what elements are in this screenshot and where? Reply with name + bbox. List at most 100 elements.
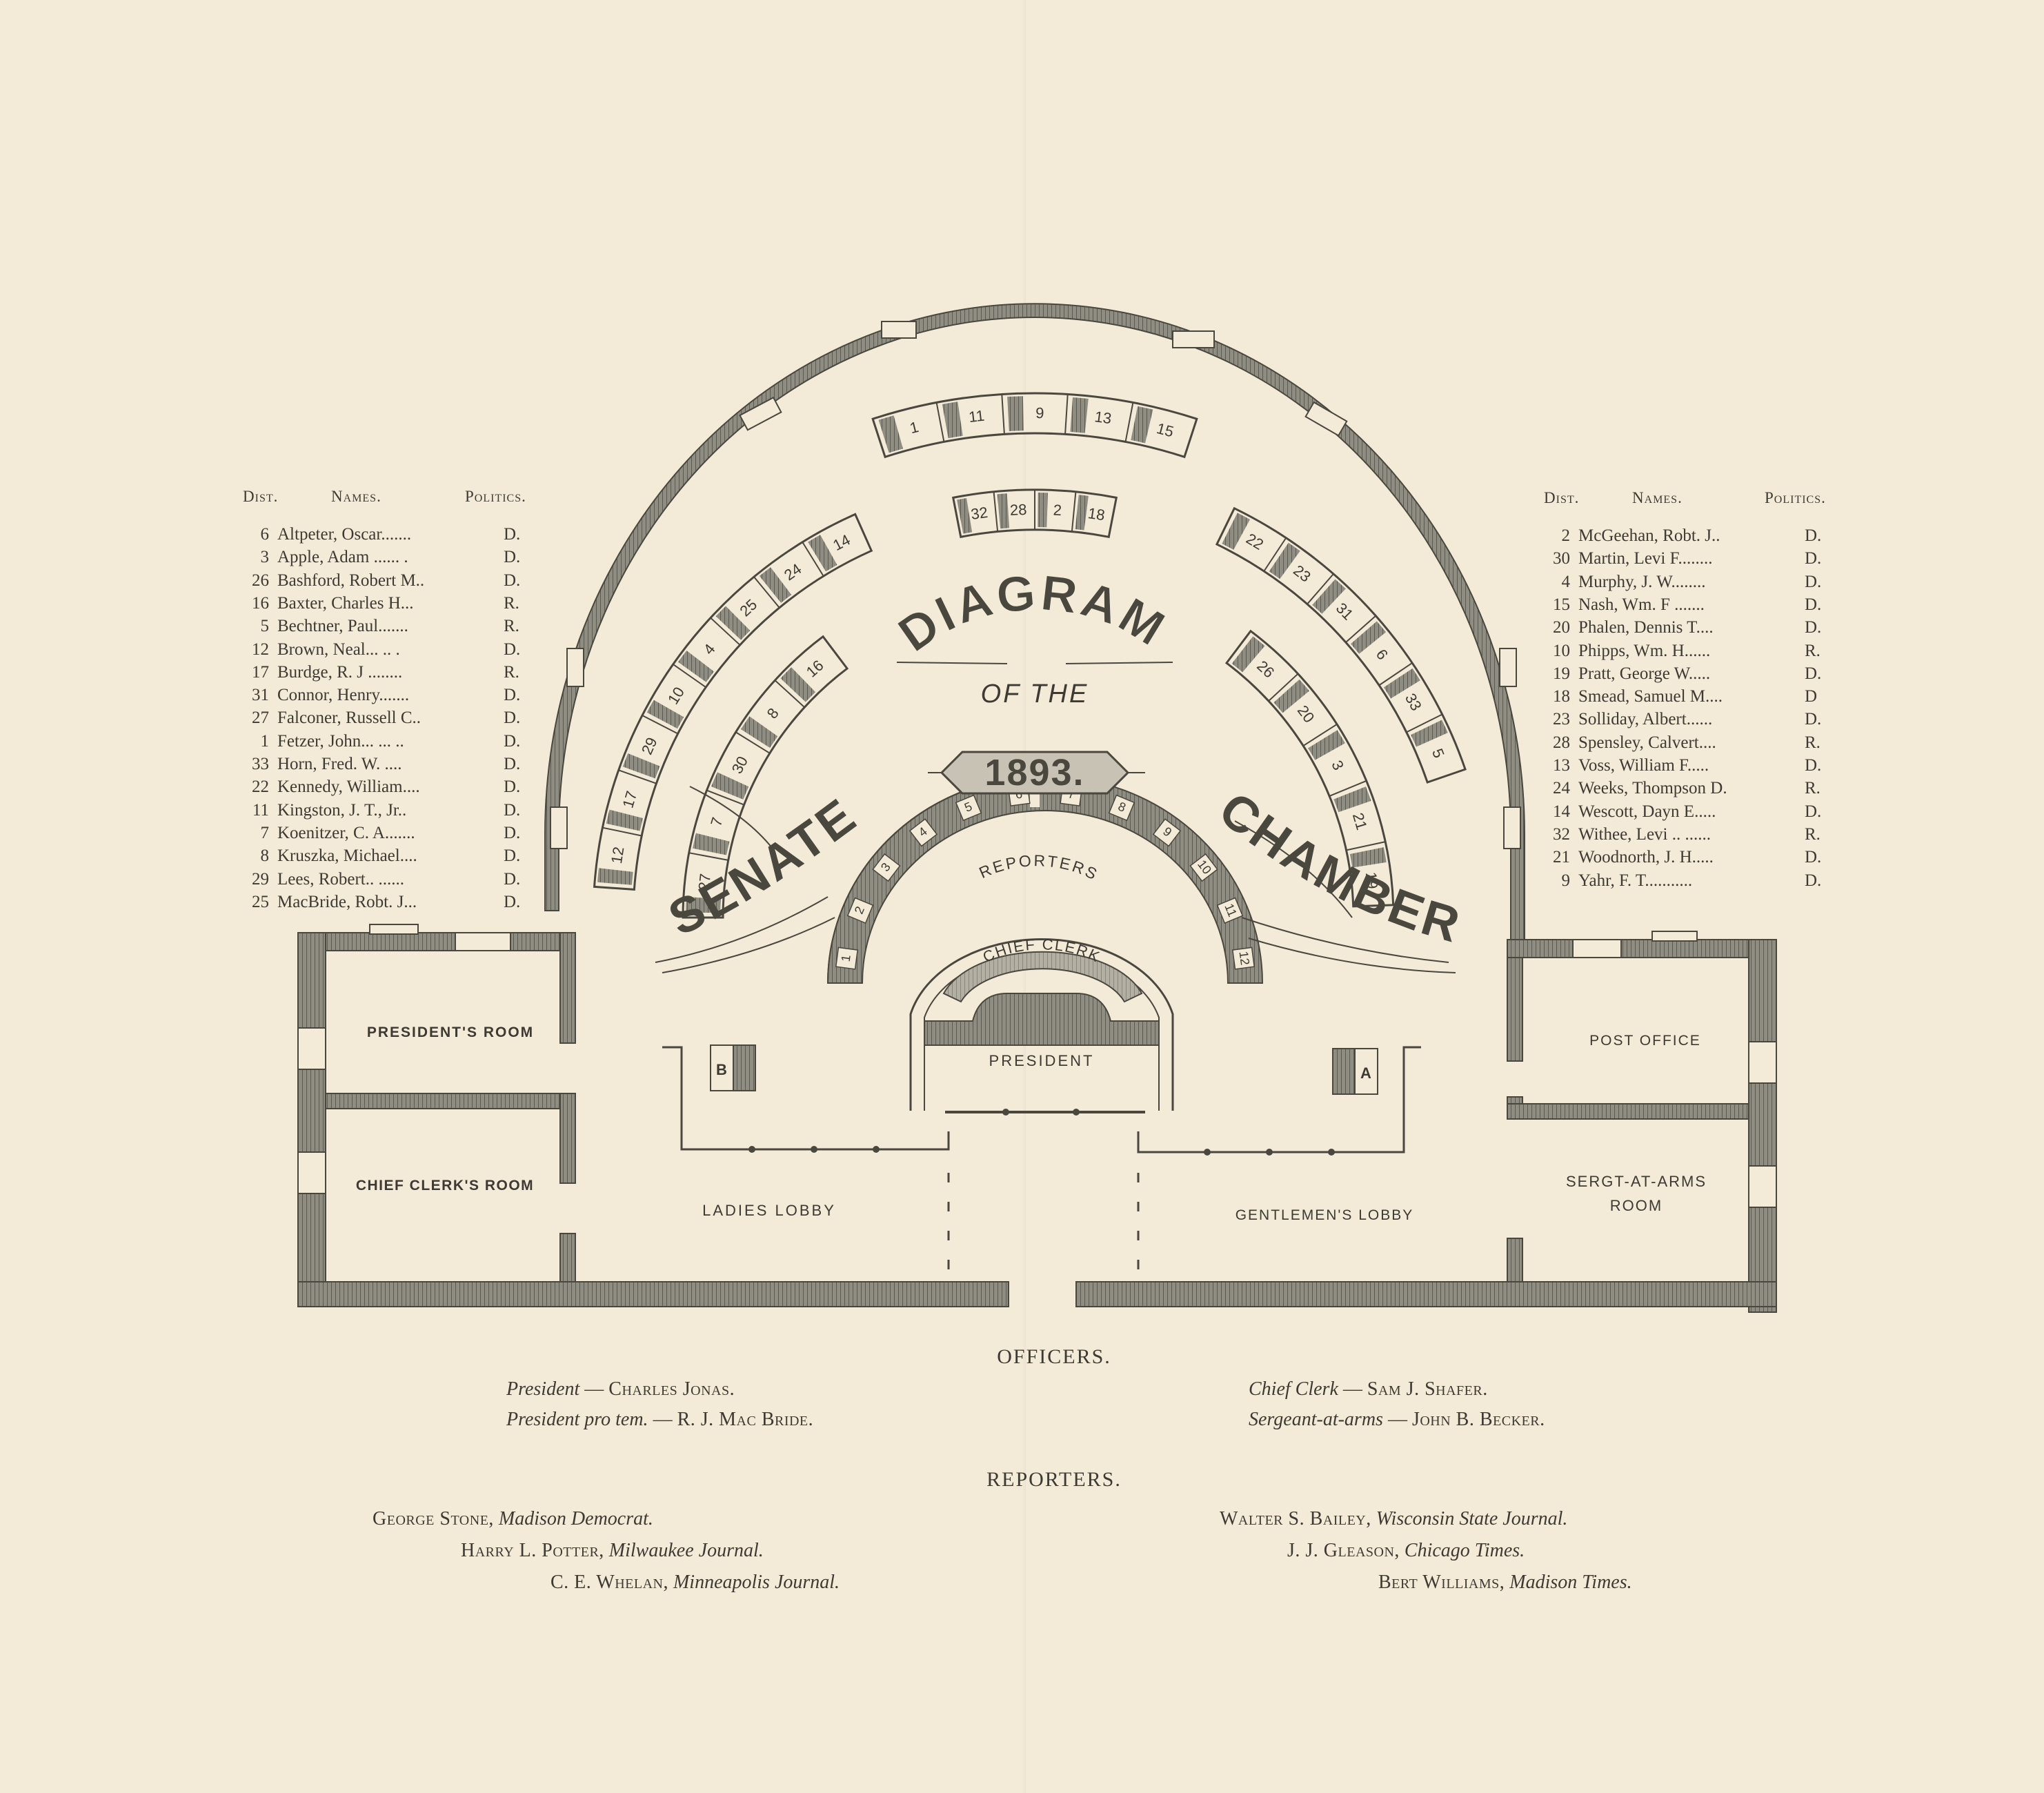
chief-clerks-room-label: CHIEF CLERK'S ROOM	[356, 1178, 534, 1193]
officer-name: R. J. Mac Bride.	[677, 1409, 814, 1430]
reporter-entry: Bert Williams, Madison Times.	[1378, 1572, 1632, 1594]
legend-politics: D.	[1805, 802, 1822, 821]
reporter-name: C. E. Whelan,	[550, 1572, 668, 1593]
seat-chair	[997, 493, 1010, 529]
post-office-label: POST OFFICE	[1589, 1033, 1701, 1049]
reporter-desks: 123456789101112	[835, 783, 1256, 970]
seat-chair	[780, 667, 816, 702]
legend-politics: D.	[1805, 664, 1822, 683]
seat-chair	[878, 415, 904, 453]
legend-politics: D.	[504, 731, 521, 751]
legend-dist: 24	[1553, 779, 1570, 798]
diagram-title: DIAGRAM	[889, 565, 1175, 662]
officer-name: John B. Becker.	[1411, 1409, 1545, 1430]
seat-chair	[622, 753, 660, 779]
legend-left-header: Dist. Names. Politics.	[241, 488, 559, 508]
legend-name: Weeks, Thompson D.	[1578, 779, 1727, 798]
reporter-name: Harry L. Potter,	[461, 1540, 604, 1561]
seat-chair	[1007, 396, 1024, 431]
dash: —	[1382, 1409, 1412, 1430]
legend-politics: D.	[1805, 756, 1822, 775]
legend-name: Phalen, Dennis T....	[1578, 618, 1714, 637]
legend-name: Woodnorth, J. H.....	[1578, 848, 1714, 867]
seat-chair	[1312, 579, 1346, 614]
seat-chair	[1038, 493, 1048, 528]
reporter-entry: C. E. Whelan, Minneapolis Journal.	[550, 1572, 840, 1594]
legend-row: 12 Brown, Neal... .. . D.	[241, 640, 559, 663]
legend-name: Brown, Neal... .. .	[277, 640, 400, 659]
legend-politics: R.	[1805, 641, 1820, 660]
legend-politics: R.	[504, 617, 519, 636]
seat-chair	[1273, 679, 1309, 713]
president-desk	[924, 993, 1160, 1046]
officers-heading: OFFICERS.	[997, 1345, 1111, 1368]
reporter-name: J. J. Gleason,	[1287, 1540, 1400, 1561]
seat-chair	[1222, 513, 1251, 550]
reporter-desk-number: 1	[839, 954, 853, 963]
legend-politics: D.	[1805, 848, 1822, 867]
legend-politics: R.	[1805, 733, 1820, 752]
seat-chair	[1075, 495, 1089, 531]
year-label: 1893.	[984, 752, 1084, 793]
legend-dist: 12	[252, 640, 269, 659]
seat-chair	[646, 700, 684, 729]
legend-dist: 3	[260, 548, 270, 567]
seat-chair	[1349, 847, 1387, 868]
legend-dist: 1	[260, 731, 270, 751]
rail-posts	[748, 1109, 1335, 1156]
seat-chair	[711, 772, 749, 800]
header-politics: Politics.	[465, 488, 526, 505]
legend-name: Kruszka, Michael....	[277, 846, 417, 866]
legend-politics: D.	[504, 571, 521, 590]
legend-dist: 31	[252, 686, 269, 705]
officer-role: Chief Clerk	[1249, 1378, 1338, 1400]
seat-chair	[597, 868, 633, 885]
legend-name: Yahr, F. T...........	[1578, 871, 1693, 890]
legend-name: Bechtner, Paul.......	[277, 617, 408, 636]
legend-name: Kingston, J. T., Jr..	[277, 800, 407, 820]
dome-windows	[550, 321, 1521, 849]
legend-name: Pratt, George W.....	[1578, 664, 1711, 683]
legend-dist: 9	[1561, 871, 1571, 890]
legend-politics: D	[1805, 687, 1818, 706]
legend-politics: D.	[1805, 595, 1822, 614]
reporter-desk-number: 12	[1237, 951, 1252, 966]
legend-name: Lees, Robert.. ......	[277, 869, 404, 889]
legend-dist: 15	[1553, 595, 1570, 614]
flourishes	[655, 786, 1456, 973]
legend-name: Apple, Adam ...... .	[277, 548, 408, 567]
wing-windows	[297, 924, 1777, 1208]
legend-politics: D.	[504, 709, 521, 728]
legend-dist: 16	[252, 593, 269, 613]
seat-chair	[1308, 730, 1345, 760]
seat-number: 12	[608, 846, 627, 865]
legend-name: Wescott, Dayn E.....	[1578, 802, 1716, 821]
header-politics: Politics.	[1765, 489, 1826, 506]
reporters-label: REPORTERS	[976, 851, 1102, 884]
legend-dist: 17	[252, 662, 269, 682]
door-b-label: B	[716, 1061, 727, 1078]
chief-clerk-label: CHIEF CLERK	[980, 935, 1104, 966]
legend-politics: D.	[1805, 549, 1822, 568]
reporter-entry: J. J. Gleason, Chicago Times.	[1287, 1540, 1525, 1562]
legend-dist: 30	[1553, 549, 1570, 568]
legend-politics: D.	[504, 640, 521, 659]
seat-chair	[1070, 397, 1089, 433]
seat-chair	[957, 497, 973, 534]
reporter-paper: Minneapolis Journal.	[673, 1572, 840, 1593]
seat-chair	[1269, 542, 1300, 579]
